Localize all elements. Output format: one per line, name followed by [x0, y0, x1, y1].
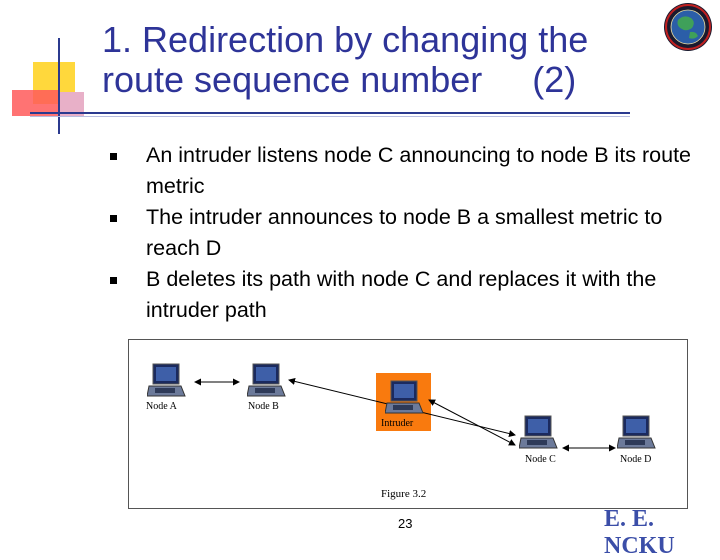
decor-horizontal-line — [30, 112, 630, 114]
node-label-d: Node D — [620, 454, 652, 465]
laptop-icon — [147, 363, 186, 397]
bullet-text: B deletes its path with node C and repla… — [146, 267, 657, 322]
node-label-b: Node B — [248, 401, 279, 412]
decor-vertical-line — [58, 38, 60, 134]
node-label-intruder: Intruder — [381, 418, 414, 429]
footer-logo: E. E. NCKU — [604, 506, 675, 559]
network-figure: Node A Node B Intruder Node C Node D Fig… — [128, 339, 688, 509]
figure-caption: Figure 3.2 — [381, 488, 427, 500]
square-bullet-icon — [110, 153, 117, 160]
laptop-icon — [617, 415, 656, 449]
laptop-icon — [519, 415, 558, 449]
slide-title: 1. Redirection by changing the route seq… — [102, 20, 662, 100]
link-intruder-c — [428, 399, 516, 446]
slide-title-line1: 1. Redirection by changing the — [102, 19, 589, 60]
bullet-list: An intruder listens node C announcing to… — [110, 140, 715, 326]
decor-horizontal-line-shadow — [30, 116, 630, 117]
decor-red-bar — [12, 90, 60, 116]
bullet-text: The intruder announces to node B a small… — [146, 205, 663, 260]
bullet-text: An intruder listens node C announcing to… — [146, 143, 692, 198]
bullet-item: The intruder announces to node B a small… — [110, 202, 715, 264]
slide-title-line2: route sequence number (2) — [102, 59, 577, 100]
bullet-item: An intruder listens node C announcing to… — [110, 140, 715, 202]
square-bullet-icon — [110, 277, 117, 284]
laptop-icon — [247, 363, 286, 397]
node-label-c: Node C — [525, 454, 556, 465]
bullet-item: B deletes its path with node C and repla… — [110, 264, 715, 326]
square-bullet-icon — [110, 215, 117, 222]
node-label-a: Node A — [146, 401, 177, 412]
page-number: 23 — [398, 516, 413, 531]
globe-logo-icon — [664, 3, 712, 51]
laptop-icon — [385, 380, 424, 414]
